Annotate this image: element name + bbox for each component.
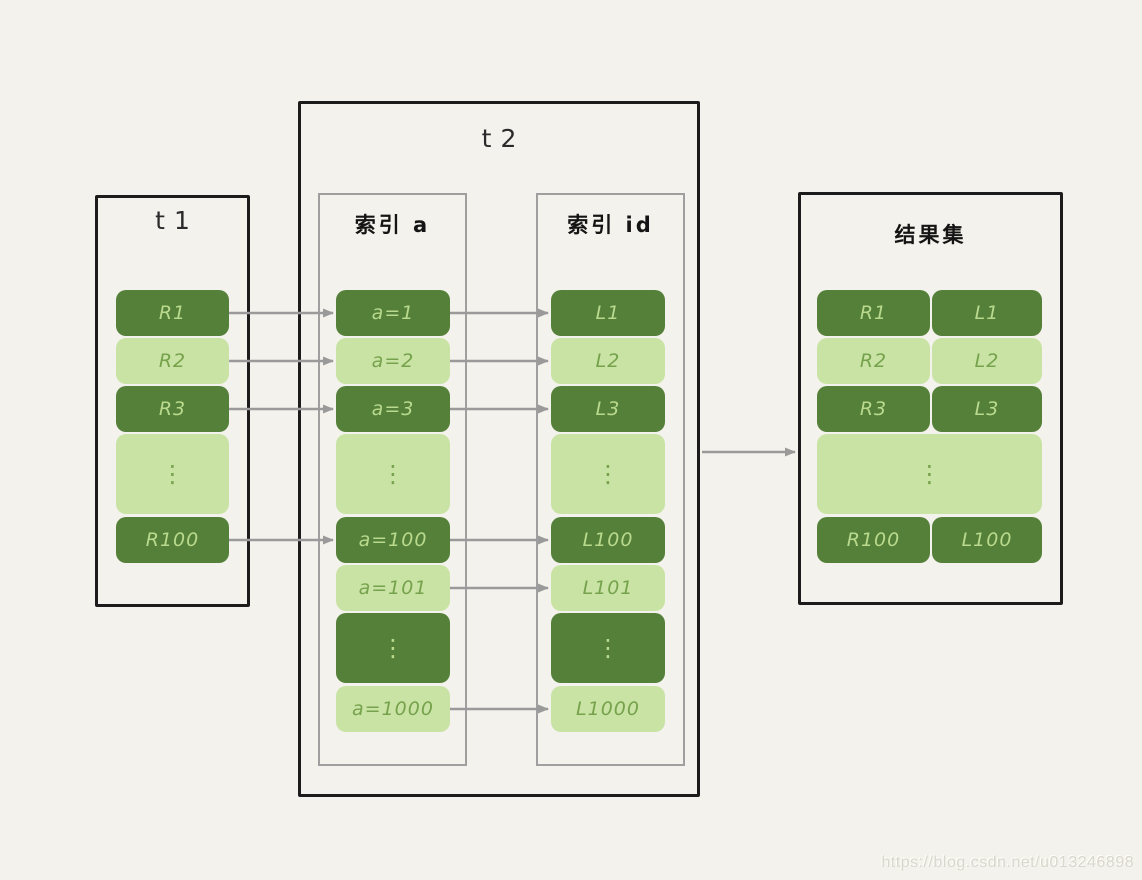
table-cell: a=2 — [336, 338, 450, 384]
table-cell: ⋮ — [551, 613, 665, 683]
table-cell: L2 — [551, 338, 665, 384]
index-id-box: 索引 id — [536, 193, 685, 766]
table-cell: ⋮ — [336, 434, 450, 514]
table-cell: a=100 — [336, 517, 450, 563]
t1-title: t1 — [155, 206, 199, 235]
table-cell: L3 — [932, 386, 1042, 432]
table-cell: R100 — [116, 517, 229, 563]
watermark: https://blog.csdn.net/u013246898 — [881, 854, 1134, 871]
table-cell: R1 — [817, 290, 930, 336]
table-cell: a=1 — [336, 290, 450, 336]
result-set-box: 结果集 — [798, 192, 1063, 605]
table-cell: L101 — [551, 565, 665, 611]
table-cell: R3 — [817, 386, 930, 432]
table-cell: R2 — [116, 338, 229, 384]
table-cell: L1 — [551, 290, 665, 336]
index-id-title: 索引 id — [567, 213, 654, 237]
table-cell: R3 — [116, 386, 229, 432]
table-cell: R100 — [817, 517, 930, 563]
index-a-box: 索引 a — [318, 193, 467, 766]
table-cell: L1 — [932, 290, 1042, 336]
t2-title: t2 — [481, 124, 526, 153]
result-set-title: 结果集 — [894, 223, 967, 247]
table-cell: L2 — [932, 338, 1042, 384]
table-cell: R2 — [817, 338, 930, 384]
table-cell: a=3 — [336, 386, 450, 432]
table-cell: R1 — [116, 290, 229, 336]
table-cell: L100 — [551, 517, 665, 563]
table-cell: L100 — [932, 517, 1042, 563]
table-cell: ⋮ — [551, 434, 665, 514]
table-cell: ⋮ — [817, 434, 1042, 514]
table-cell: L3 — [551, 386, 665, 432]
index-a-title: 索引 a — [354, 213, 431, 237]
table-t2-box: t2 — [298, 101, 700, 797]
table-cell: a=101 — [336, 565, 450, 611]
table-cell: ⋮ — [336, 613, 450, 683]
table-cell: a=1000 — [336, 686, 450, 732]
table-t1-box: t1 — [95, 195, 250, 607]
table-cell: ⋮ — [116, 434, 229, 514]
table-cell: L1000 — [551, 686, 665, 732]
